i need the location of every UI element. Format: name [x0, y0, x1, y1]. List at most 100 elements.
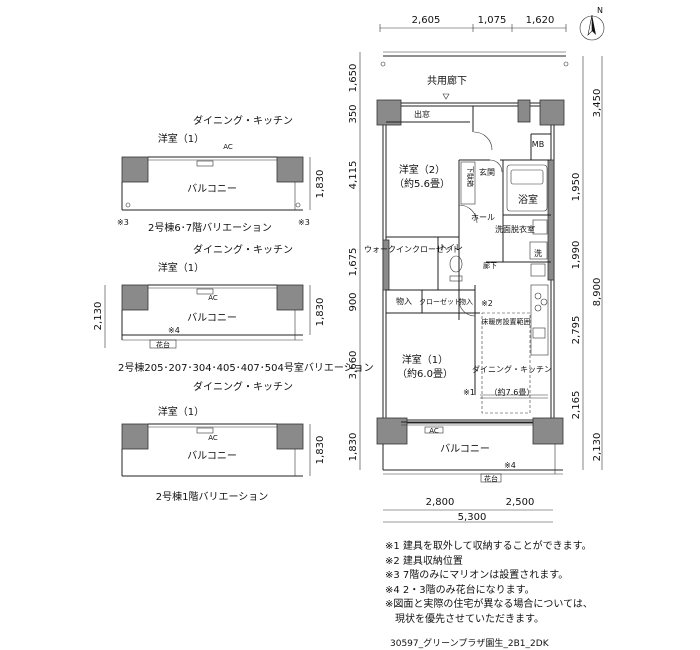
- left-dim-2: 350: [348, 104, 359, 123]
- column-top-right: [539, 99, 565, 126]
- var3-caption: 2号棟1階バリエーション: [156, 490, 269, 503]
- variation-2: ダイニング・キッチン 洋室（1） AC バルコニー 1,830 2,130 ※4…: [93, 243, 374, 374]
- right-dim-5: 2,165: [571, 391, 582, 420]
- var2-planter-label: 花台: [156, 340, 170, 349]
- wash-basin: [532, 219, 548, 235]
- planter-label-main: 花台: [484, 474, 498, 483]
- wic-label: ウォークインクローゼット: [364, 244, 460, 254]
- note4-mark-main: ※4: [504, 461, 516, 470]
- var2-room-label: 洋室（1）: [158, 261, 204, 274]
- shoe-cabinet: [460, 161, 476, 205]
- var2-caption: 2号棟205･207･304･405･407･504号室バリエーション: [118, 361, 374, 374]
- bottom-dim-total: 5,300: [458, 512, 487, 523]
- var2-column-right: [276, 284, 304, 311]
- bottom-dim-2: 2,500: [506, 497, 535, 508]
- footnote-6: 現状を優先させていただきます。: [385, 613, 544, 625]
- left-dim-7: 1,830: [348, 433, 359, 462]
- footnote-4: ※4 2・3階のみ花台になります。: [385, 584, 535, 596]
- left-dims: 1,650 350 4,115 1,675 900 3,660 1,830: [348, 64, 359, 462]
- bathtub: [506, 164, 548, 212]
- kitchen-counter: [530, 284, 549, 356]
- var2-dim: 1,830: [315, 298, 326, 327]
- right-dim-2: 1,950: [571, 173, 582, 202]
- closet-label: クローゼット: [419, 297, 461, 306]
- var2-balcony-label: バルコニー: [187, 312, 237, 324]
- footnote-3: ※3 7階のみにマリオンは設置されます。: [385, 570, 569, 582]
- right-dim-6: 2,130: [592, 433, 603, 462]
- room1-size: （約6.0畳）: [397, 367, 453, 380]
- toilet-bowl: [449, 255, 463, 273]
- storage2-label: 物入: [459, 297, 473, 306]
- var3-dim: 1,830: [315, 436, 326, 465]
- top-dim-2: 1,075: [478, 15, 507, 26]
- dk-label: ダイニング・キッチン: [472, 364, 552, 374]
- floor-heating-label: 床暖房設置範囲: [482, 317, 531, 326]
- var2-mark: ※4: [168, 326, 180, 335]
- var3-dk-label: ダイニング・キッチン: [193, 380, 293, 393]
- wash-label: 洗: [534, 248, 542, 258]
- var2-dk-label: ダイニング・キッチン: [193, 243, 293, 256]
- var1-caption: 2号棟6･7階バリエーション: [148, 221, 272, 234]
- footnote-5: ※図面と実際の住宅が異なる場合については、: [385, 599, 593, 611]
- right-dim-3: 1,990: [571, 241, 582, 270]
- floor-heating-area: [481, 312, 531, 414]
- main-floor-plan: 2,605 1,075 1,620 1,650 350 4,115 1,675 …: [348, 15, 603, 523]
- column-bottom-right: [532, 417, 564, 445]
- reference-code: 30597_グリーンプラザ園生_2B1_2DK: [390, 639, 549, 649]
- bottom-dim-1: 2,800: [426, 497, 455, 508]
- toilet-label: トイレ: [439, 243, 463, 252]
- var1-column-left: [121, 156, 149, 183]
- left-dim-3: 4,115: [348, 161, 359, 190]
- balcony-label-main: バルコニー: [440, 443, 490, 455]
- var3-balcony-label: バルコニー: [187, 450, 237, 462]
- var1-room-label: 洋室（1）: [158, 132, 204, 145]
- left-dim-5: 900: [348, 292, 359, 311]
- storage-label: 物入: [396, 296, 412, 306]
- var1-dim: 1,830: [315, 170, 326, 199]
- room2-label: 洋室（2）: [399, 163, 445, 176]
- var1-column-right: [276, 156, 304, 183]
- left-dim-4: 1,675: [348, 248, 359, 277]
- var3-ac-label: AC: [208, 434, 218, 442]
- left-dim-1: 1,650: [348, 64, 359, 93]
- ac-label-main: AC: [429, 427, 439, 435]
- washing-machine: [529, 241, 548, 260]
- dk-size: （約7.6畳）: [490, 387, 535, 397]
- variation-1: ダイニング・キッチン 洋室（1） AC バルコニー 1,830 ※3 ※3 2号…: [117, 114, 326, 234]
- var1-balcony-label: バルコニー: [187, 183, 237, 195]
- var1-mark-right: ※3: [298, 218, 310, 227]
- ac-unit-main: [424, 426, 444, 434]
- column-top-mid: [517, 99, 531, 123]
- north-compass: N: [579, 6, 605, 41]
- variation-3: ダイニング・キッチン 洋室（1） AC バルコニー 1,830 2号棟1階バリエ…: [121, 380, 326, 503]
- right-dim-4: 2,795: [571, 316, 582, 345]
- var3-room-label: 洋室（1）: [158, 405, 204, 418]
- var2-ac-label: AC: [208, 294, 218, 302]
- var1-mark-left: ※3: [117, 218, 129, 227]
- var2-dim-outer: 2,130: [93, 302, 104, 331]
- top-dim-1: 2,605: [412, 15, 441, 26]
- footnote-2: ※2 建具収納位置: [385, 555, 463, 567]
- planter-box: [480, 473, 502, 483]
- var3-column-left: [121, 423, 149, 450]
- var2-column-left: [121, 284, 149, 311]
- right-dims: 3,450 1,950 1,990 2,795 2,165 2,130 8,90…: [571, 89, 603, 462]
- right-dim-total: 8,900: [592, 278, 603, 307]
- right-dim-1: 3,450: [592, 89, 603, 118]
- var2-planter-box: [149, 339, 177, 349]
- note1-mark: ※1: [463, 388, 475, 397]
- hall-label: ホール: [471, 213, 495, 222]
- var3-column-right: [276, 423, 304, 450]
- corridor-label: 共用廊下: [427, 74, 467, 87]
- hallway-label: 廊下: [483, 261, 497, 270]
- footnote-1: ※1 建具を取外して収納することができます。: [385, 541, 592, 552]
- footnotes: ※1 建具を取外して収納することができます。 ※2 建具収納位置 ※3 7階のみ…: [385, 540, 593, 628]
- left-dim-6: 3,660: [348, 351, 359, 380]
- bay-window-label: 出窓: [414, 109, 430, 119]
- entrance-label: 玄関: [479, 167, 495, 177]
- room1-label: 洋室（1）: [402, 353, 448, 366]
- var1-dk-label: ダイニング・キッチン: [193, 114, 293, 127]
- note2-mark: ※2: [481, 299, 493, 308]
- mb-label: MB: [532, 140, 544, 149]
